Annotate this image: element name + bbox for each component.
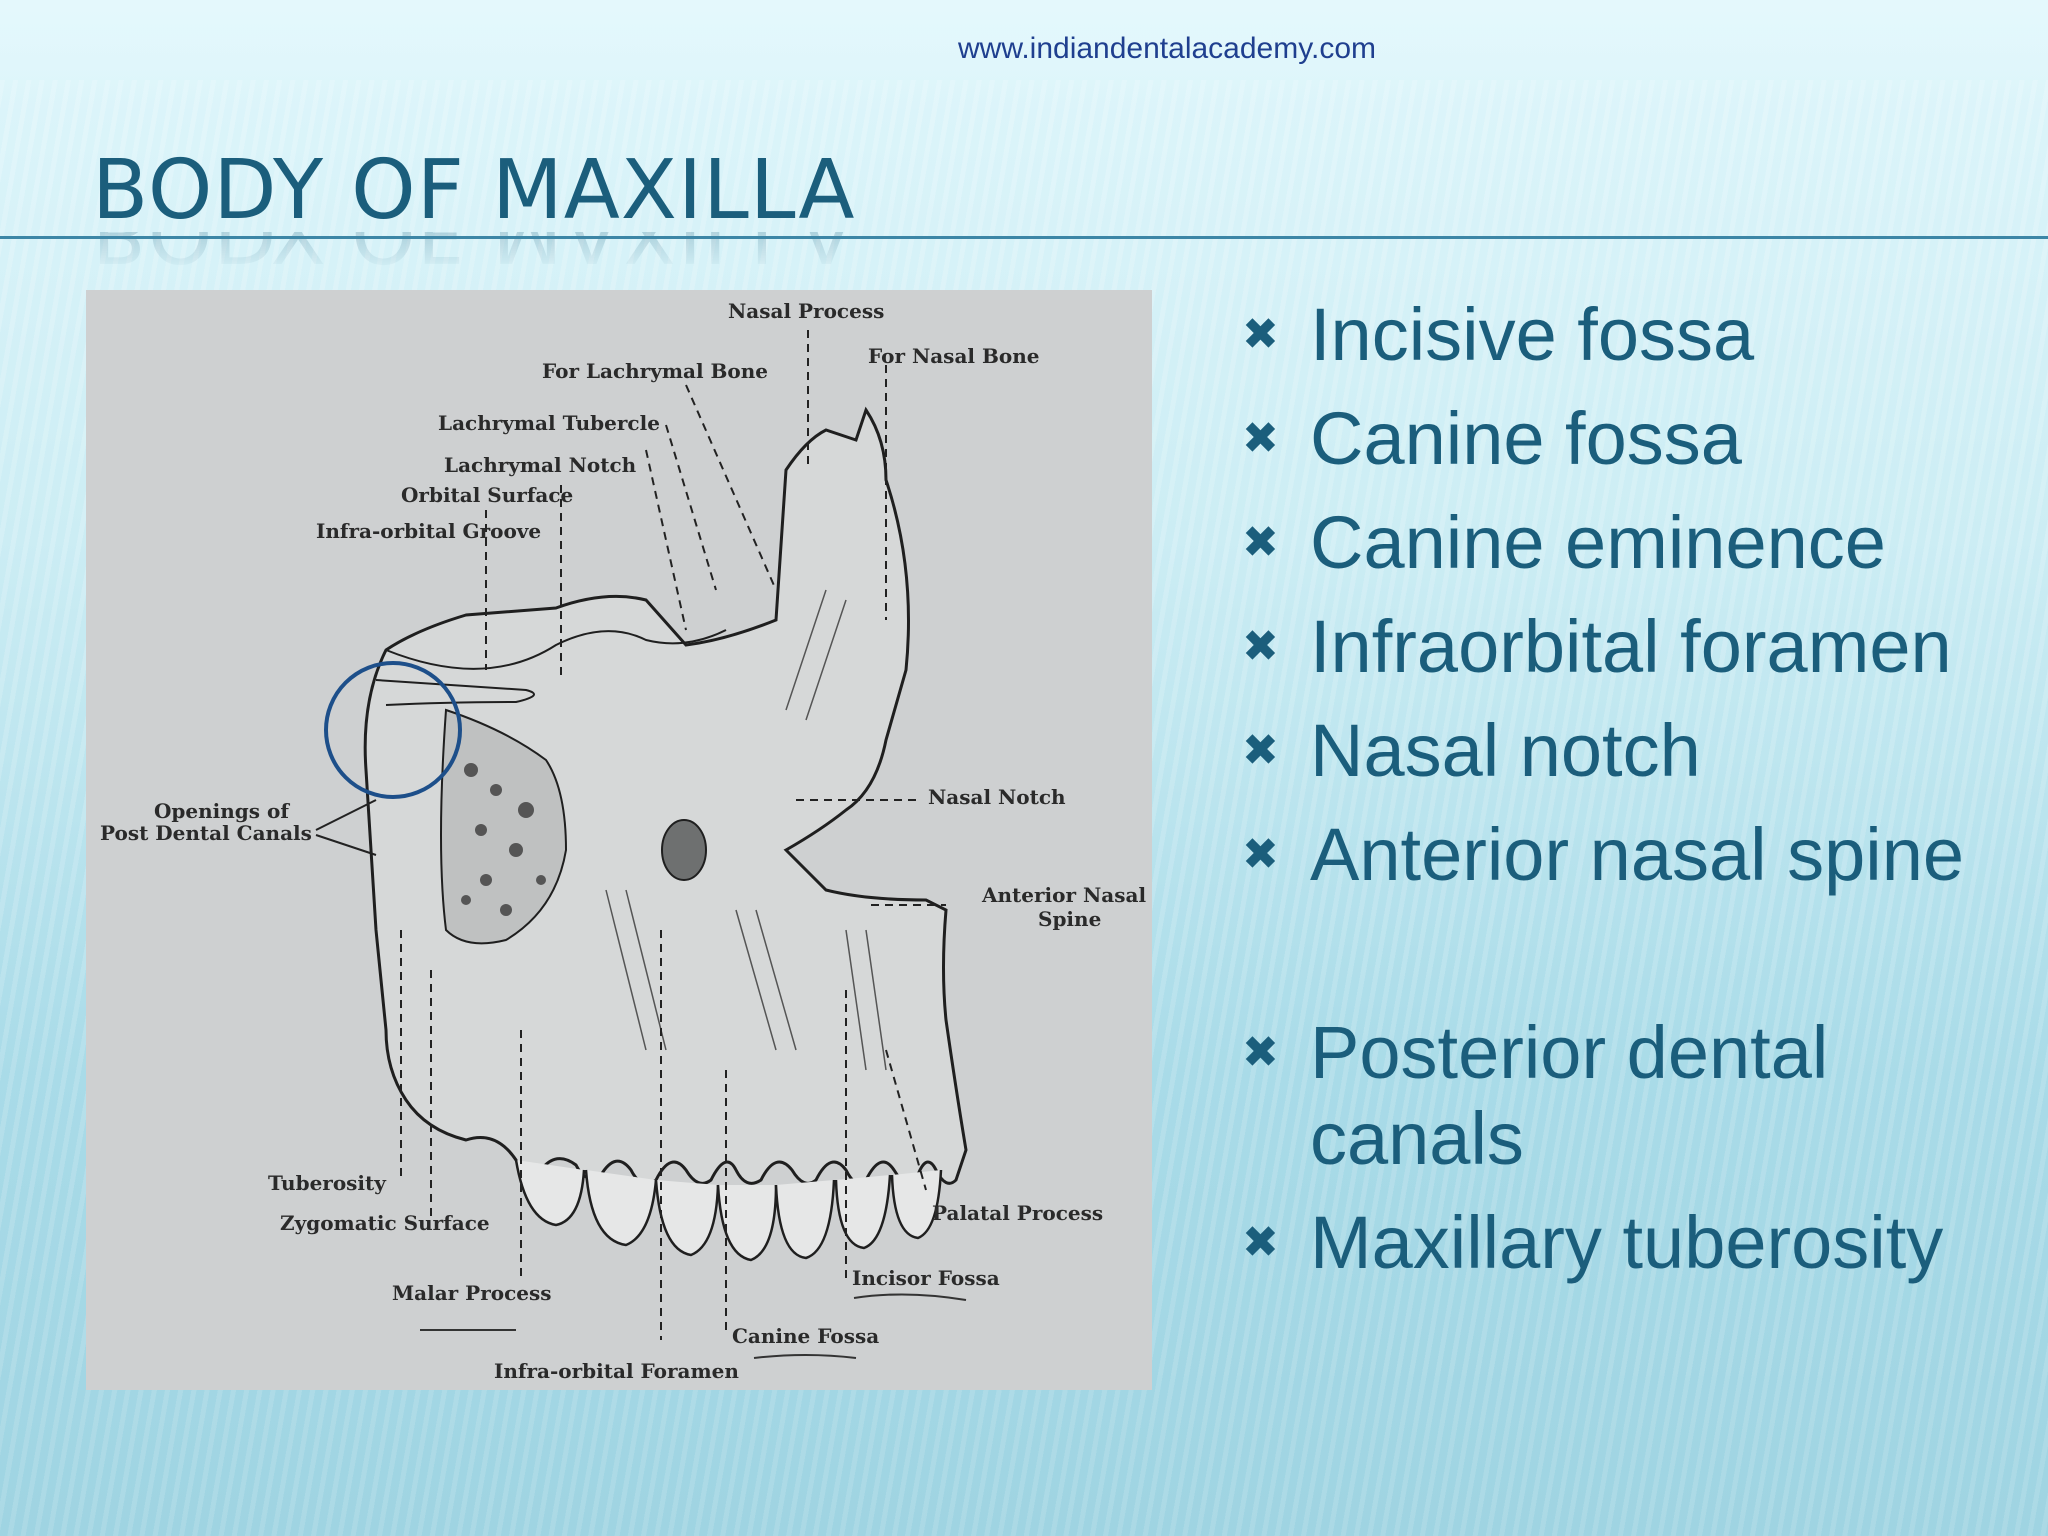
maxilla-diagram-svg: Nasal Process For Nasal Bone For Lachrym… — [100, 299, 1146, 1383]
label-canine-fossa: Canine Fossa — [732, 1324, 879, 1348]
x-mark-icon: ✖ — [1242, 829, 1279, 880]
x-mark-icon: ✖ — [1242, 517, 1279, 568]
label-nasal-process: Nasal Process — [728, 299, 884, 323]
label-malar-process: Malar Process — [392, 1281, 552, 1305]
x-mark-icon: ✖ — [1242, 1027, 1279, 1078]
bullet-item: ✖ Maxillary tuberosity — [1230, 1200, 2030, 1286]
label-incisor-fossa: Incisor Fossa — [852, 1266, 1000, 1290]
bullet-list: ✖ Incisive fossa ✖ Canine fossa ✖ Canine em… — [1230, 292, 2030, 1304]
label-infraorbital-foramen: Infra-orbital Foramen — [494, 1359, 739, 1383]
label-orbital-surface: Orbital Surface — [401, 483, 573, 507]
label-spine: Spine — [1038, 907, 1101, 931]
x-mark-icon: ✖ — [1242, 309, 1279, 360]
bullet-item: ✖ Infraorbital foramen — [1230, 604, 2030, 690]
label-for-lachrymal-bone: For Lachrymal Bone — [542, 359, 768, 383]
bullet-item: ✖ Canine eminence — [1230, 500, 2030, 586]
label-palatal-process: Palatal Process — [932, 1201, 1103, 1225]
maxilla-diagram: Nasal Process For Nasal Bone For Lachrym… — [86, 290, 1152, 1390]
bullet-item: ✖ Nasal notch — [1230, 708, 2030, 794]
x-mark-icon: ✖ — [1242, 725, 1279, 776]
label-for-nasal-bone: For Nasal Bone — [868, 344, 1039, 368]
x-mark-icon: ✖ — [1242, 1217, 1279, 1268]
title-rule — [0, 236, 2048, 239]
bullet-item: ✖ Incisive fossa — [1230, 292, 2030, 378]
highlight-circle — [324, 661, 462, 799]
watermark-url: www.indiandentalacademy.com — [958, 32, 1376, 65]
orbital-surface-edge — [385, 629, 727, 670]
bullet-text: Canine eminence — [1310, 501, 1886, 584]
label-lachrymal-tubercle: Lachrymal Tubercle — [438, 411, 660, 435]
label-anterior-nasal: Anterior Nasal — [981, 883, 1146, 907]
bullet-item: ✖ Posterior dental canals — [1230, 1010, 2030, 1182]
slide-title: BODY OF MAXILLA — [92, 143, 856, 238]
label-tuberosity: Tuberosity — [268, 1171, 387, 1195]
bullet-text: Canine fossa — [1310, 397, 1742, 480]
spongy-bone-dots — [461, 763, 546, 916]
x-mark-icon: ✖ — [1242, 413, 1279, 464]
bullet-text: Incisive fossa — [1310, 293, 1755, 376]
label-openings-of: Openings of — [154, 799, 290, 823]
shading-lines — [605, 589, 887, 1071]
x-mark-icon: ✖ — [1242, 621, 1279, 672]
bullet-text: Anterior nasal spine — [1310, 813, 1965, 896]
underline-marks — [420, 1293, 967, 1359]
infraorbital-groove — [375, 679, 535, 706]
bullet-text: Infraorbital foramen — [1310, 605, 1952, 688]
label-nasal-notch: Nasal Notch — [928, 785, 1066, 809]
bullet-item: ✖ Canine fossa — [1230, 396, 2030, 482]
title-block: BODY OF MAXILLA BODY OF MAXILLA — [92, 143, 856, 273]
label-zygomatic-surface: Zygomatic Surface — [280, 1211, 490, 1235]
bullet-text: Maxillary tuberosity — [1310, 1201, 1944, 1284]
label-post-dental-canals: Post Dental Canals — [100, 821, 312, 845]
post-dental-canal-arrows — [315, 799, 377, 856]
background-top-band — [0, 0, 2048, 110]
label-lachrymal-notch: Lachrymal Notch — [444, 453, 637, 477]
leader-lines — [400, 330, 946, 1340]
label-infraorbital-groove: Infra-orbital Groove — [316, 519, 541, 543]
bullet-text: Posterior dental canals — [1310, 1011, 1829, 1180]
infraorbital-foramen-shape — [661, 819, 707, 881]
bullet-text: Nasal notch — [1310, 709, 1701, 792]
teeth — [514, 1159, 943, 1262]
bullet-item: ✖ Anterior nasal spine — [1230, 812, 2030, 898]
